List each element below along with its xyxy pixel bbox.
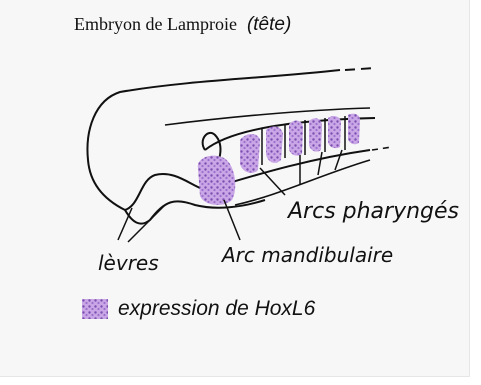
expression-arch-1 [240,134,260,173]
figure-panel: Embryon de Lamproie(tête) [0,0,470,377]
legend-swatch [82,299,108,319]
expression-arch-5 [328,116,341,148]
expression-arch-6 [348,114,360,145]
label-arcs-pharynges: Arcs pharyngés [286,199,459,224]
pointer-arcs-1 [260,168,285,195]
legend-text: expression de HoxL6 [118,297,315,321]
pointer-levres-1 [118,208,132,240]
label-levres: lèvres [98,251,159,275]
legend: expression de HoxL6 [82,297,315,321]
pointer-levres-2 [128,205,165,242]
expression-arch-2 [266,127,283,163]
expression-mandibular [198,156,235,205]
pointer-arcs-4 [335,150,342,170]
label-arc-mandibulaire: Arc mandibulaire [220,243,393,267]
expression-arch-3 [289,121,303,156]
expression-arch-4 [309,118,322,151]
lower-lip [150,200,265,220]
tail-dash [372,147,392,150]
dorsal-dash [345,68,375,70]
pointer-arcs-3 [318,152,322,175]
